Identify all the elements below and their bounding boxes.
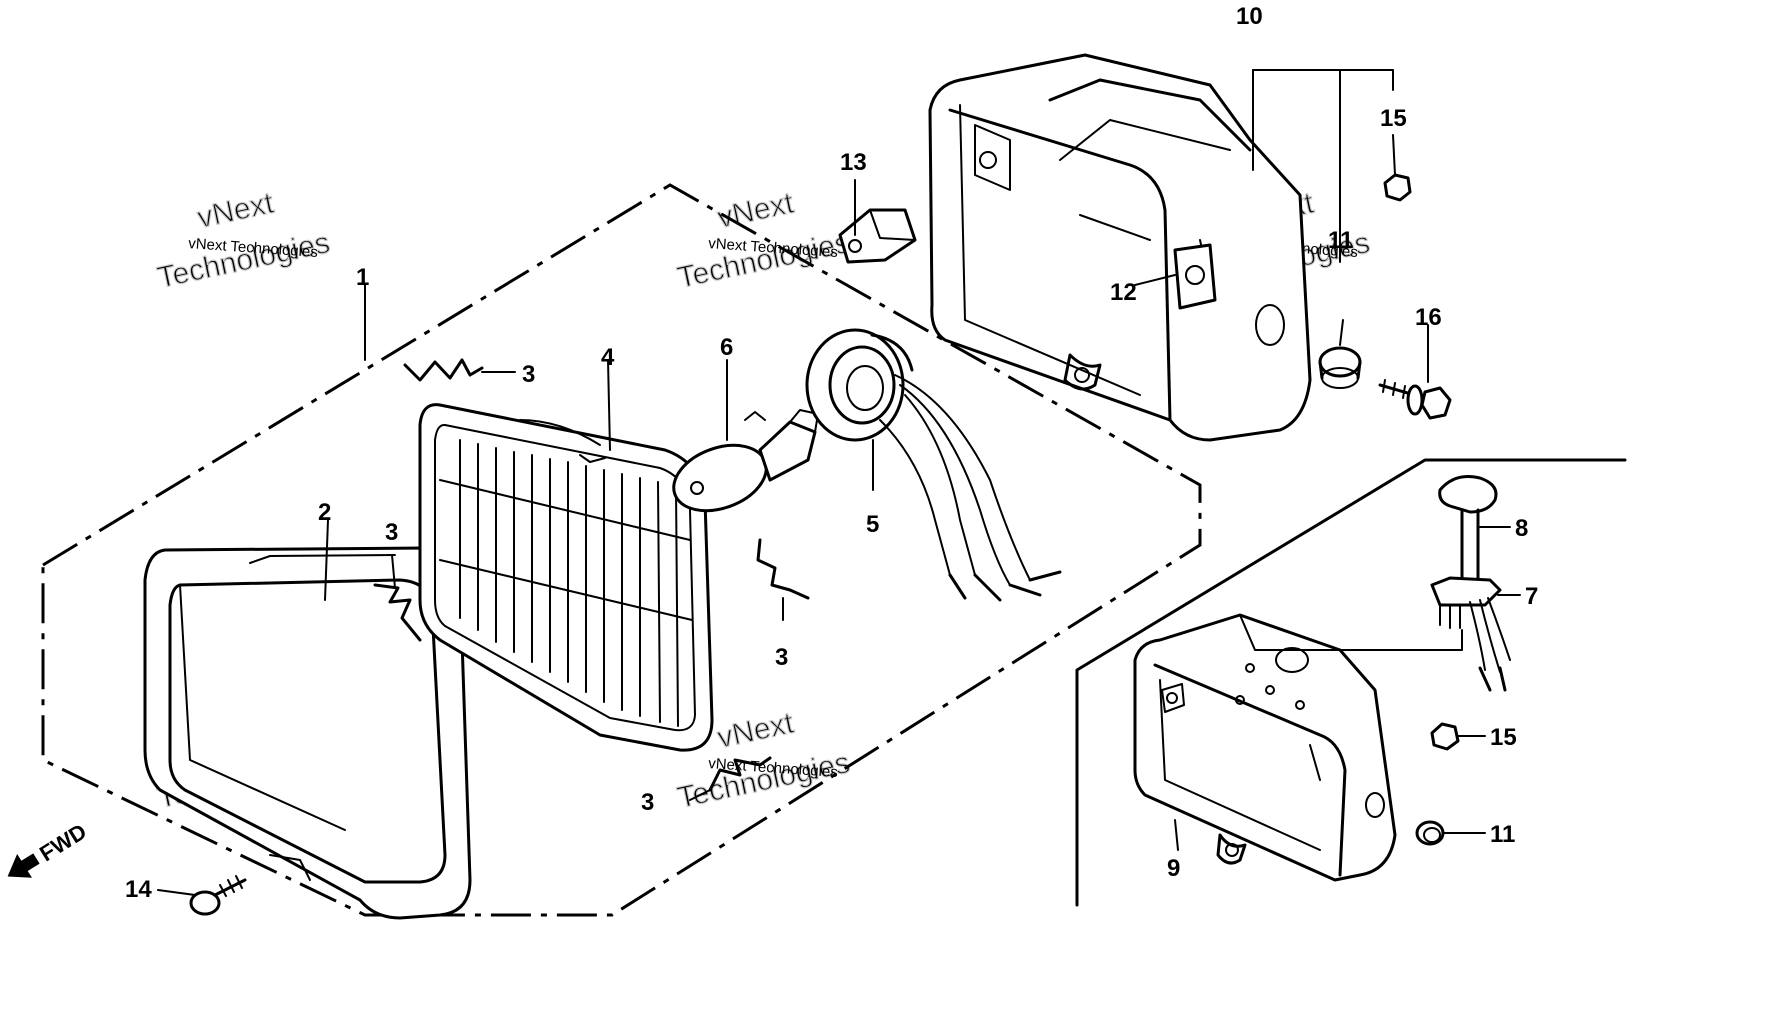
- callout-11-top: 11: [1328, 227, 1353, 254]
- callout-10: 10: [1236, 3, 1263, 30]
- callout-3-bottom: 3: [641, 789, 654, 816]
- callout-labels: 1 2 3 3 3 3 4 5 6 7 8 9 10 11 11 12 13 1…: [125, 3, 1538, 903]
- part-2-headlight-rim: [143, 546, 472, 920]
- assembly-1-boundary: [41, 183, 1202, 917]
- part-9-small-case: [1133, 613, 1397, 882]
- fwd-direction-indicator: FWD: [7, 819, 91, 878]
- part-12-bracket: [1173, 243, 1217, 310]
- callout-15-top: 15: [1380, 105, 1407, 132]
- part-7-switch: [1430, 576, 1511, 692]
- lens-ribs: [439, 439, 693, 727]
- part-11-bushing-top: [1318, 346, 1362, 389]
- callout-1: 1: [356, 264, 369, 291]
- watermark-top-left: vNext Technologies vNext Technologies: [154, 186, 333, 296]
- callout-4: 4: [601, 344, 615, 371]
- callout-3-top: 3: [522, 361, 535, 388]
- callout-3-middle: 3: [775, 644, 788, 671]
- callout-14: 14: [125, 876, 152, 903]
- callout-2: 2: [318, 499, 331, 526]
- callout-11-lower: 11: [1490, 821, 1515, 848]
- callout-15-lower: 15: [1490, 724, 1517, 751]
- svg-text:Technologies: Technologies: [675, 226, 853, 295]
- part-15-nut-top: [1383, 173, 1412, 202]
- part-3-spring-top: [403, 358, 484, 382]
- part-3-spring-middle: [756, 538, 810, 600]
- arrow-left-icon: [7, 853, 40, 878]
- lower-right-group-boundary: [1075, 458, 1627, 907]
- callout-8: 8: [1515, 515, 1528, 542]
- part-16-bolt: [1378, 379, 1452, 420]
- part-15-nut-lower: [1430, 722, 1460, 751]
- callout-12: 12: [1110, 279, 1137, 306]
- svg-text:Technologies: Technologies: [675, 746, 853, 815]
- callout-9: 9: [1167, 855, 1180, 882]
- part-14-screw: [189, 875, 247, 916]
- watermark-top-center: vNext Technologies vNext Technologies: [674, 186, 853, 296]
- svg-text:vNext: vNext: [195, 186, 278, 234]
- part-4-sealed-beam-unit: [418, 403, 714, 752]
- leader-lines: [157, 69, 1521, 896]
- callout-3-left: 3: [385, 519, 398, 546]
- callout-5: 5: [866, 511, 879, 538]
- callout-13: 13: [840, 149, 867, 176]
- part-6-bulb: [672, 409, 819, 513]
- svg-text:vNext: vNext: [715, 706, 798, 754]
- callout-6: 6: [720, 334, 733, 361]
- part-5-socket: [805, 328, 1062, 602]
- svg-text:Technologies: Technologies: [155, 226, 333, 295]
- part-3-spring-bottom: [708, 756, 772, 792]
- fwd-label: FWD: [35, 819, 91, 867]
- part-10-headlight-case: [928, 53, 1312, 442]
- part-11-bushing-lower: [1415, 820, 1445, 846]
- part-8-switch-knob: [1438, 475, 1498, 584]
- callout-16: 16: [1415, 304, 1442, 331]
- part-13-bracket-clip: [838, 208, 917, 264]
- callout-7: 7: [1525, 583, 1538, 610]
- svg-text:vNext: vNext: [715, 186, 798, 234]
